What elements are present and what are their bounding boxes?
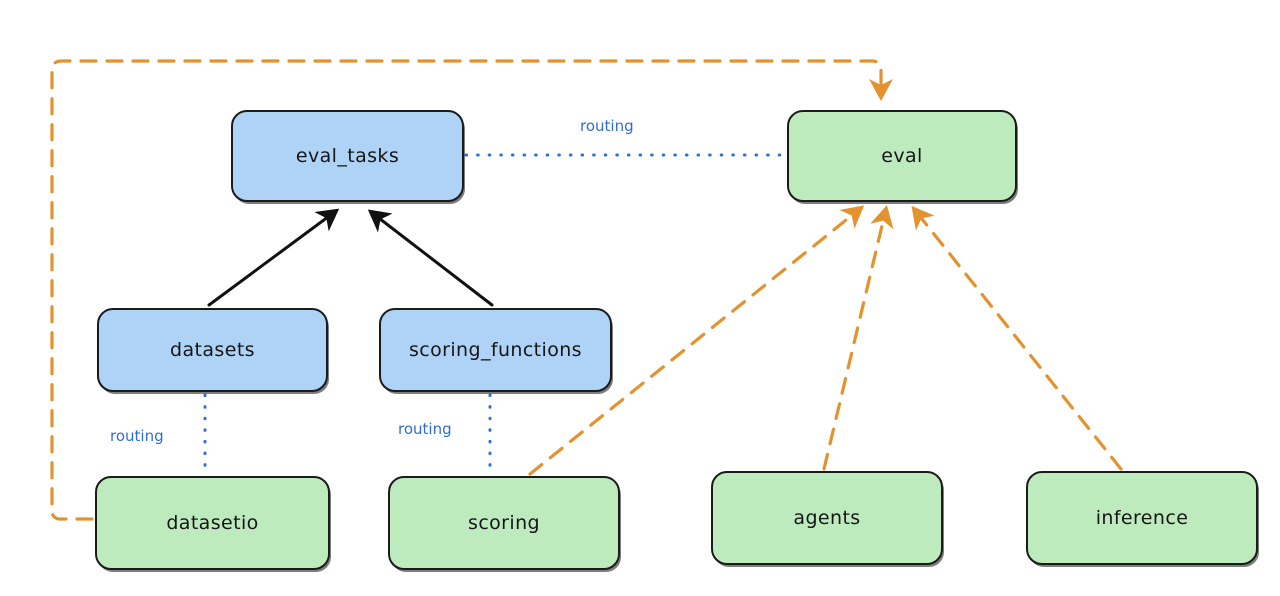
node-inference[interactable]: inference: [1026, 471, 1258, 565]
node-label: eval_tasks: [295, 145, 400, 167]
edge-label-routing-eval: routing: [580, 117, 634, 135]
node-label: inference: [1095, 507, 1189, 529]
node-datasetio[interactable]: datasetio: [95, 476, 330, 570]
edge-label-routing-scoring: routing: [398, 420, 452, 438]
node-datasets[interactable]: datasets: [97, 308, 328, 392]
node-scoring-functions[interactable]: scoring_functions: [379, 308, 612, 392]
node-agents[interactable]: agents: [711, 471, 943, 565]
edge-scoring-to-eval: [528, 205, 865, 476]
node-label: datasetio: [166, 512, 259, 534]
node-label: scoring: [468, 512, 540, 534]
edge-scoring_functions-to-eval_tasks: [367, 209, 494, 307]
edge-agents-to-eval: [822, 205, 894, 471]
edge-inference-to-eval: [911, 205, 1123, 471]
node-eval[interactable]: eval: [787, 110, 1017, 202]
node-eval-tasks[interactable]: eval_tasks: [231, 110, 464, 202]
edge-label-routing-datasetio: routing: [110, 427, 164, 445]
node-label: scoring_functions: [409, 339, 582, 361]
edge-datasetio-to-eval: [50, 59, 893, 521]
node-label: datasets: [170, 339, 255, 361]
node-label: agents: [793, 507, 861, 529]
node-label: eval: [881, 145, 923, 167]
node-scoring[interactable]: scoring: [388, 476, 620, 570]
edge-datasets-to-eval_tasks: [207, 208, 340, 307]
